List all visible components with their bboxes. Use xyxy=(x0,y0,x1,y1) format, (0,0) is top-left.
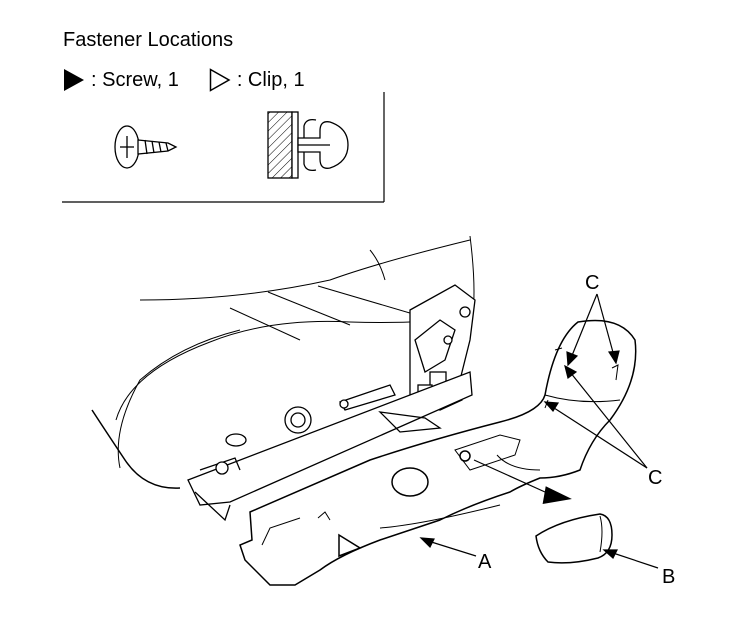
clip-icon xyxy=(267,111,349,179)
callout-a: A xyxy=(478,551,492,573)
callout-b: B xyxy=(662,566,676,588)
seat-frame xyxy=(187,284,476,522)
screw-icon xyxy=(114,125,178,169)
outline-triangle-icon xyxy=(209,68,231,92)
filled-triangle-icon xyxy=(64,69,84,91)
clip-legend-label: : Clip, 1 xyxy=(236,68,305,91)
leader-lines xyxy=(419,293,659,569)
side-cover-a xyxy=(239,319,637,586)
seat-cushion xyxy=(91,235,475,489)
screw-location-marker xyxy=(542,486,572,504)
legend: : Screw, 1 : Clip, 1 xyxy=(63,66,305,94)
legend-frame xyxy=(62,92,385,203)
screw-legend-label: : Screw, 1 xyxy=(91,68,179,91)
callout-c-bottom: C xyxy=(648,467,663,489)
diagram-title: Fastener Locations xyxy=(63,29,234,51)
clip-location-marker xyxy=(338,533,362,558)
end-cap-b xyxy=(535,513,613,564)
callout-c-top: C xyxy=(585,272,600,294)
